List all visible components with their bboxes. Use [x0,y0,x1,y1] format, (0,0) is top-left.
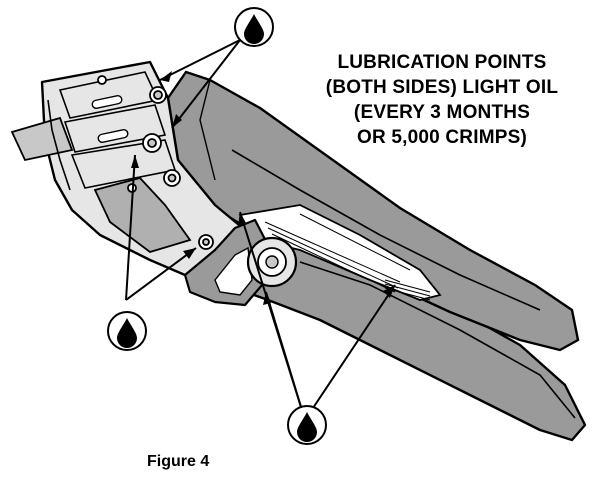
pivot-bracket-inner [214,246,253,296]
upper-handle-top-edge [199,79,216,181]
lubrication-instructions: LUBRICATION POINTS (BOTH SIDES) LIGHT OI… [292,50,592,150]
upper-handle-edge [231,149,541,311]
leader-lines [125,39,396,421]
ratchet-lines [264,213,431,301]
leader-arrowheads [131,71,395,305]
figure-caption: Figure 4 [147,453,210,470]
callout-line: LUBRICATION POINTS [337,52,547,73]
oil-drop-icon [234,7,274,47]
oil-drop-icon [287,405,327,445]
callout-line: (EVERY 3 MONTHS [353,102,531,123]
locator-plate [93,176,192,253]
lower-handle-highlight [299,261,576,419]
callout-line: (BOTH SIDES) LIGHT OIL [325,77,559,98]
die-slots [91,95,129,143]
callout-line: OR 5,000 CRIMPS) [356,127,528,148]
oil-drop-icon [107,311,147,351]
